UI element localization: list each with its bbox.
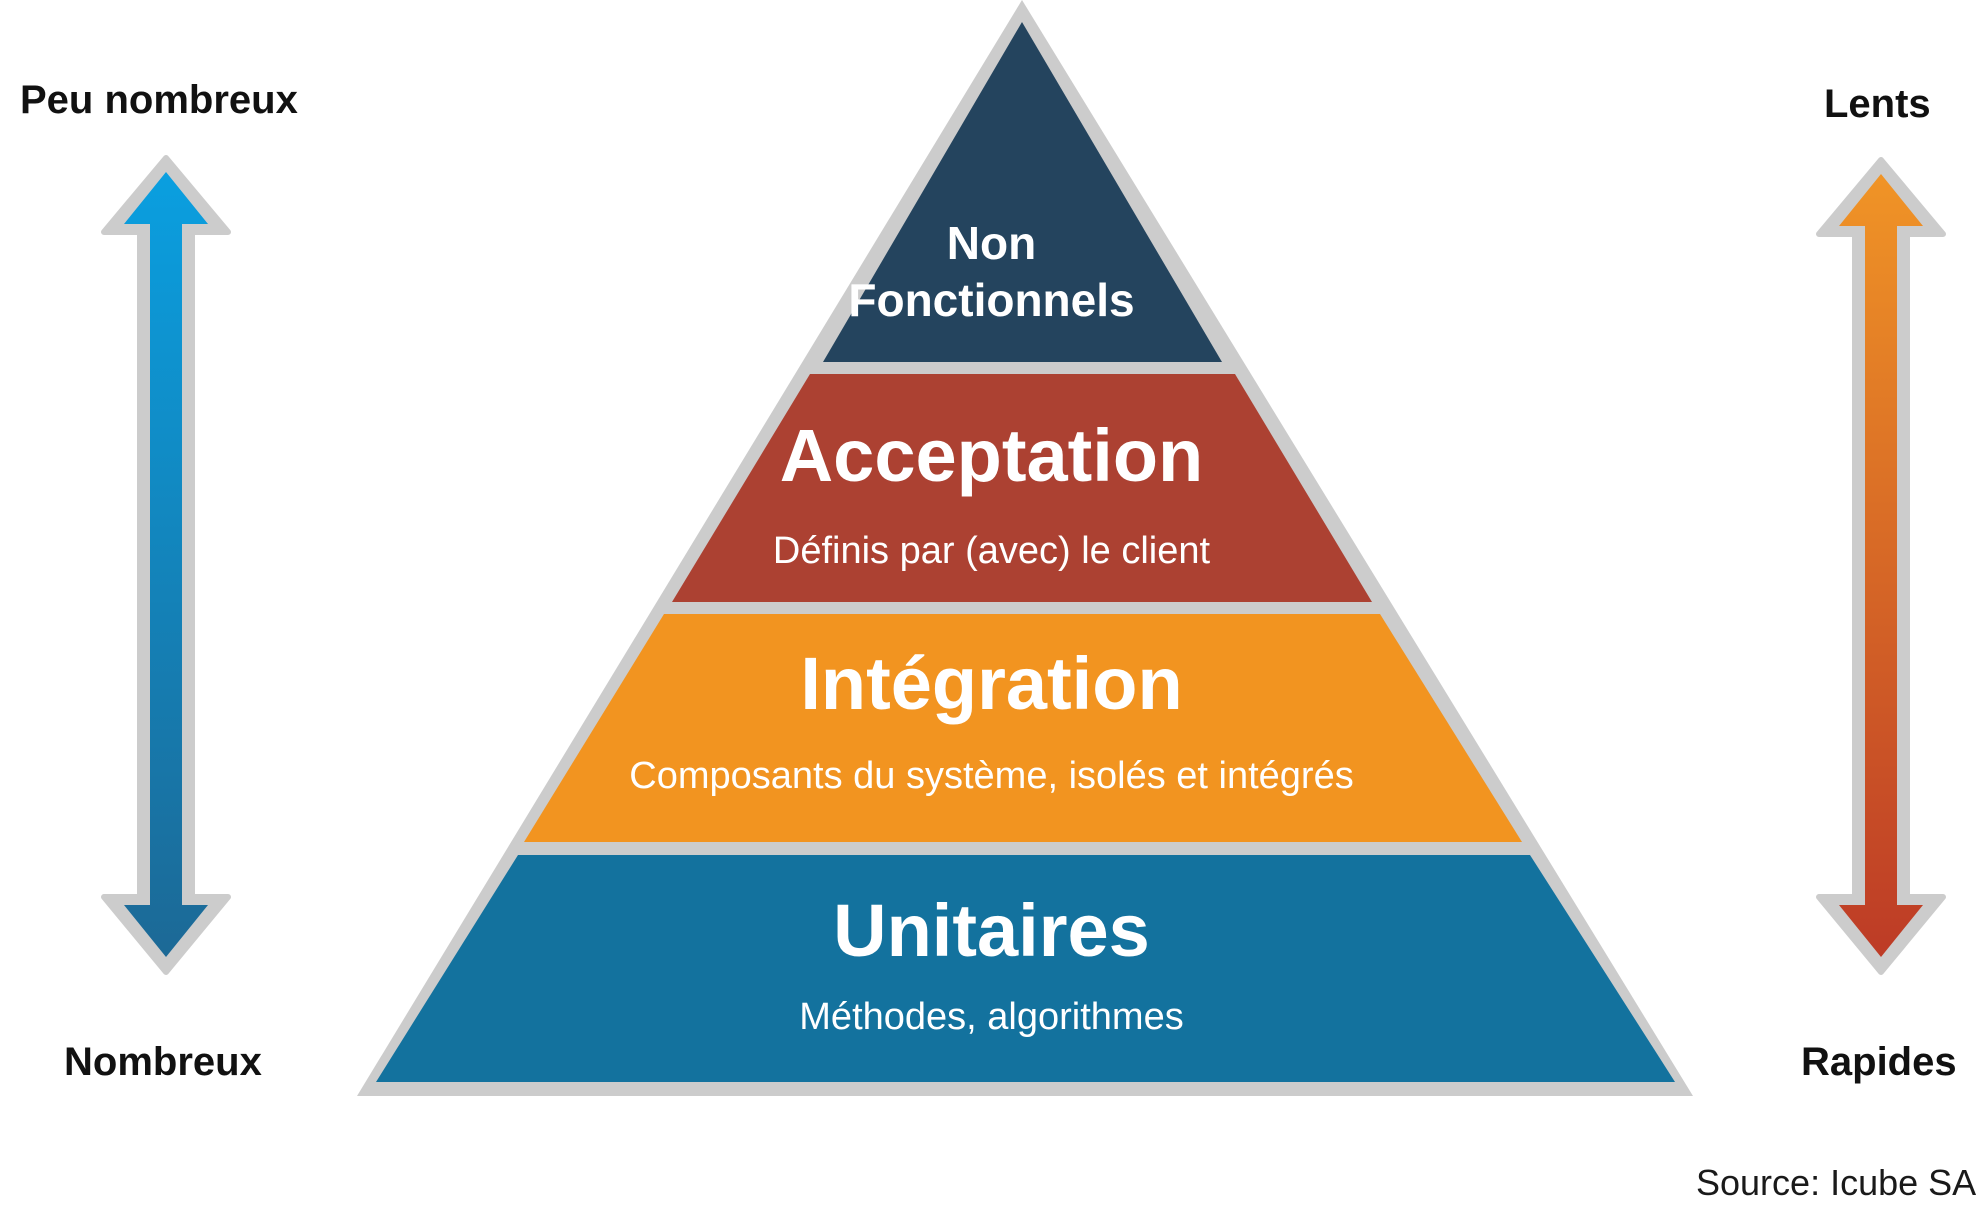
tier-unitaires (376, 855, 1675, 1082)
tier-non-fonctionnels-title-line1: Non (946, 217, 1037, 269)
tier-unitaires-subtitle: Méthodes, algorithmes (799, 996, 1184, 1038)
tier-integration (524, 614, 1522, 842)
tier-non-fonctionnels-title-line2: Fonctionnels (848, 274, 1135, 326)
left-axis-bottom-label: Nombreux (64, 1040, 262, 1084)
tier-acceptation (672, 374, 1372, 602)
left-double-arrow-icon (124, 172, 208, 957)
tier-unitaires-title: Unitaires (833, 889, 1150, 972)
tier-acceptation-title: Acceptation (779, 414, 1204, 497)
right-axis-bottom-label: Rapides (1801, 1040, 1957, 1084)
tier-acceptation-subtitle: Définis par (avec) le client (772, 530, 1211, 572)
tier-integration-title: Intégration (800, 642, 1183, 725)
tier-non-fonctionnels (823, 22, 1222, 362)
right-axis-top-label: Lents (1824, 82, 1931, 126)
source-label: Source: Icube SA (1696, 1162, 1977, 1203)
right-double-arrow-icon (1839, 174, 1923, 957)
tier-integration-subtitle: Composants du système, isolés et intégré… (629, 755, 1354, 797)
left-axis-top-label: Peu nombreux (20, 78, 298, 122)
